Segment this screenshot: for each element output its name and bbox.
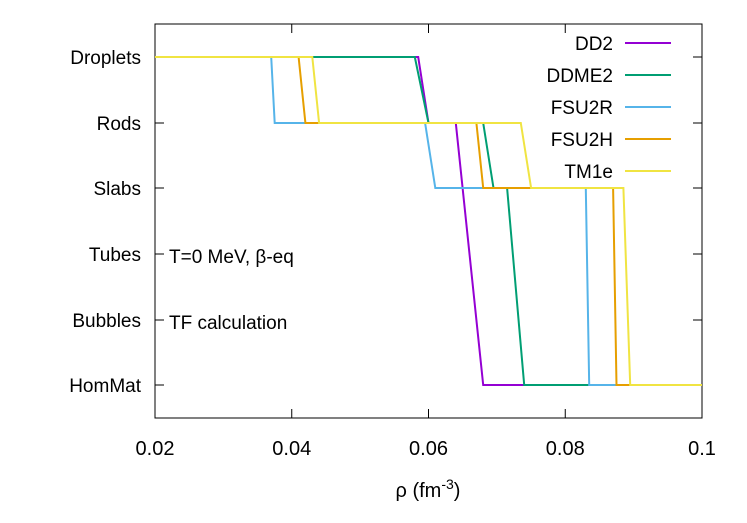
series-line-fsu2h: [155, 56, 702, 386]
x-tick-label: 0.06: [409, 438, 448, 460]
legend-label: FSU2R: [551, 98, 613, 119]
series-line-dd2: [155, 56, 702, 386]
x-axis-label-sup: -3: [441, 476, 454, 492]
axis-ticks: [154, 24, 703, 418]
x-tick-label: 0.02: [136, 438, 175, 460]
y-tick-label: Bubbles: [72, 311, 141, 332]
legend-label: DDME2: [546, 66, 613, 87]
series-line-tm1e: [155, 56, 702, 386]
y-tick-label: Droplets: [70, 48, 141, 69]
axis-labels: 0.02 0.04 0.06 0.08 0.1 HomMat Bubbles Tubes Sla…: [69, 48, 716, 460]
y-tick-label: Rods: [97, 114, 141, 135]
x-axis-label-main: ρ (fm: [396, 480, 442, 502]
annotation-conditions: T=0 MeV, β-eq: [169, 247, 294, 268]
series-line-fsu2r: [155, 56, 702, 386]
y-tick-label: Tubes: [89, 245, 141, 266]
legend-label: TM1e: [564, 162, 613, 183]
x-axis-label-end: ): [454, 480, 461, 502]
legend-label: DD2: [575, 34, 613, 55]
series-layer: [155, 56, 702, 386]
y-tick-label: Slabs: [93, 179, 141, 200]
plot-frame: [154, 23, 703, 419]
x-tick-label: 0.08: [546, 438, 585, 460]
x-axis-label: ρ (fm-3): [396, 476, 461, 502]
x-tick-label: 0.04: [272, 438, 311, 460]
series-line-ddme2: [155, 56, 702, 386]
y-tick-label: HomMat: [69, 376, 142, 397]
x-tick-label: 0.1: [688, 438, 716, 460]
annotation-method: TF calculation: [169, 313, 287, 334]
legend-label: FSU2H: [551, 130, 613, 151]
